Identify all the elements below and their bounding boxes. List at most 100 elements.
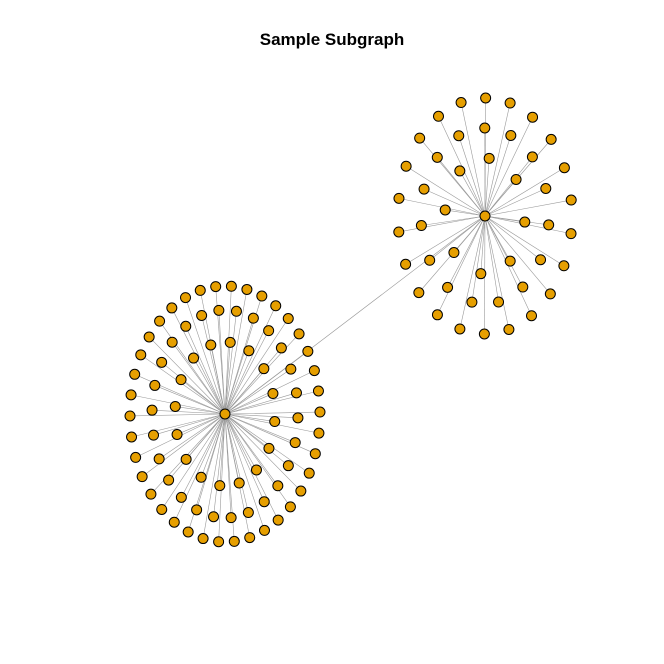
leaf-edge [224, 413, 232, 518]
leaf-node [153, 453, 165, 465]
leaf-node [225, 280, 237, 292]
leaf-edge [484, 215, 551, 295]
leaf-node [208, 511, 220, 523]
leaf-edge [161, 413, 226, 510]
leaf-node [180, 292, 192, 304]
leaf-edge [141, 413, 226, 477]
leaf-edge [224, 350, 250, 415]
leaf-edge [158, 413, 226, 460]
leaf-node [393, 192, 405, 204]
leaf-node [195, 471, 207, 483]
leaf-node [558, 260, 570, 272]
leaf-node [292, 412, 304, 424]
leaf-edge [480, 215, 486, 274]
leaf-node [180, 320, 192, 332]
leaf-node [270, 300, 282, 312]
leaf-edge [131, 413, 226, 438]
leaf-edge [181, 413, 226, 498]
leaf-node [282, 313, 294, 325]
leaf-edge [224, 413, 257, 471]
leaf-node [455, 97, 467, 109]
leaf-node [285, 363, 297, 375]
leaf-edge [180, 379, 226, 415]
leaf-node [263, 325, 275, 337]
leaf-node [414, 132, 426, 144]
leaf-node [400, 160, 412, 172]
leaf-node [503, 323, 515, 335]
leaf-edge [453, 215, 486, 253]
leaf-node [290, 387, 302, 399]
leaf-edge [224, 413, 270, 449]
leaf-edge [185, 297, 226, 415]
leaf-edge [185, 413, 226, 460]
leaf-node [166, 302, 178, 314]
leaf-edge [484, 215, 499, 303]
leaf-node [454, 323, 466, 335]
leaf-node [275, 342, 287, 354]
leaf-node [156, 503, 168, 515]
leaf-edge [405, 165, 486, 217]
leaf-node [145, 488, 157, 500]
leaf-node [493, 296, 505, 308]
leaf-node [269, 416, 281, 428]
leaf-edge [218, 413, 226, 542]
leaf-node [241, 283, 253, 295]
leaf-edge [224, 330, 269, 415]
leaf-edge [152, 409, 226, 415]
leaf-node [225, 512, 237, 524]
leaf-edge [201, 315, 226, 415]
leaf-edge [150, 413, 226, 495]
leaf-edge [459, 170, 486, 217]
leaf-edge [218, 310, 226, 415]
leaf-edge [173, 413, 226, 523]
leaf-edge [429, 215, 486, 261]
leaf-node [543, 219, 555, 231]
leaf-edge [224, 413, 302, 492]
leaf-edge [196, 413, 226, 510]
leaf-edge [210, 344, 226, 415]
leaf-node [263, 442, 275, 454]
leaf-node [233, 477, 245, 489]
leaf-edge [219, 413, 226, 486]
leaf-node [244, 532, 256, 544]
leaf-edge [224, 413, 265, 531]
leaf-edge [193, 357, 226, 415]
leaf-node [214, 480, 226, 492]
leaf-edge [224, 413, 296, 443]
leaf-edge [224, 413, 291, 508]
leaf-edge [134, 374, 226, 415]
leaf-edge [224, 413, 316, 454]
leaf-edge [224, 390, 319, 415]
leaf-node [205, 339, 217, 351]
leaf-node [272, 514, 284, 526]
leaf-node [432, 110, 444, 122]
leaf-node [143, 331, 155, 343]
leaf-edge [171, 307, 226, 415]
leaf-edge [224, 413, 275, 422]
leaf-node [309, 448, 321, 460]
leaf-node [303, 467, 315, 479]
leaf-node [418, 183, 430, 195]
leaf-node [213, 304, 225, 316]
leaf-edge [224, 368, 265, 415]
leaf-node [448, 247, 460, 259]
leaf-edge [200, 413, 226, 478]
leaf-edge [224, 342, 231, 415]
leaf-node [126, 431, 138, 443]
leaf-edge [484, 215, 510, 330]
leaf-node [197, 533, 209, 545]
leaf-edge [484, 188, 546, 217]
leaf-edge [159, 320, 226, 415]
leaf-edge [224, 368, 292, 415]
leaf-node [413, 287, 425, 299]
leaf-edge [224, 413, 298, 419]
leaf-node [526, 310, 538, 322]
leaf-edge [224, 411, 320, 415]
leaf-node [191, 504, 203, 516]
leaf-node [146, 404, 158, 416]
leaf-edge [471, 215, 486, 303]
leaf-node [393, 226, 405, 238]
leaf-node [295, 485, 307, 497]
leaf-node [267, 388, 279, 400]
leaf-edge [484, 215, 511, 262]
